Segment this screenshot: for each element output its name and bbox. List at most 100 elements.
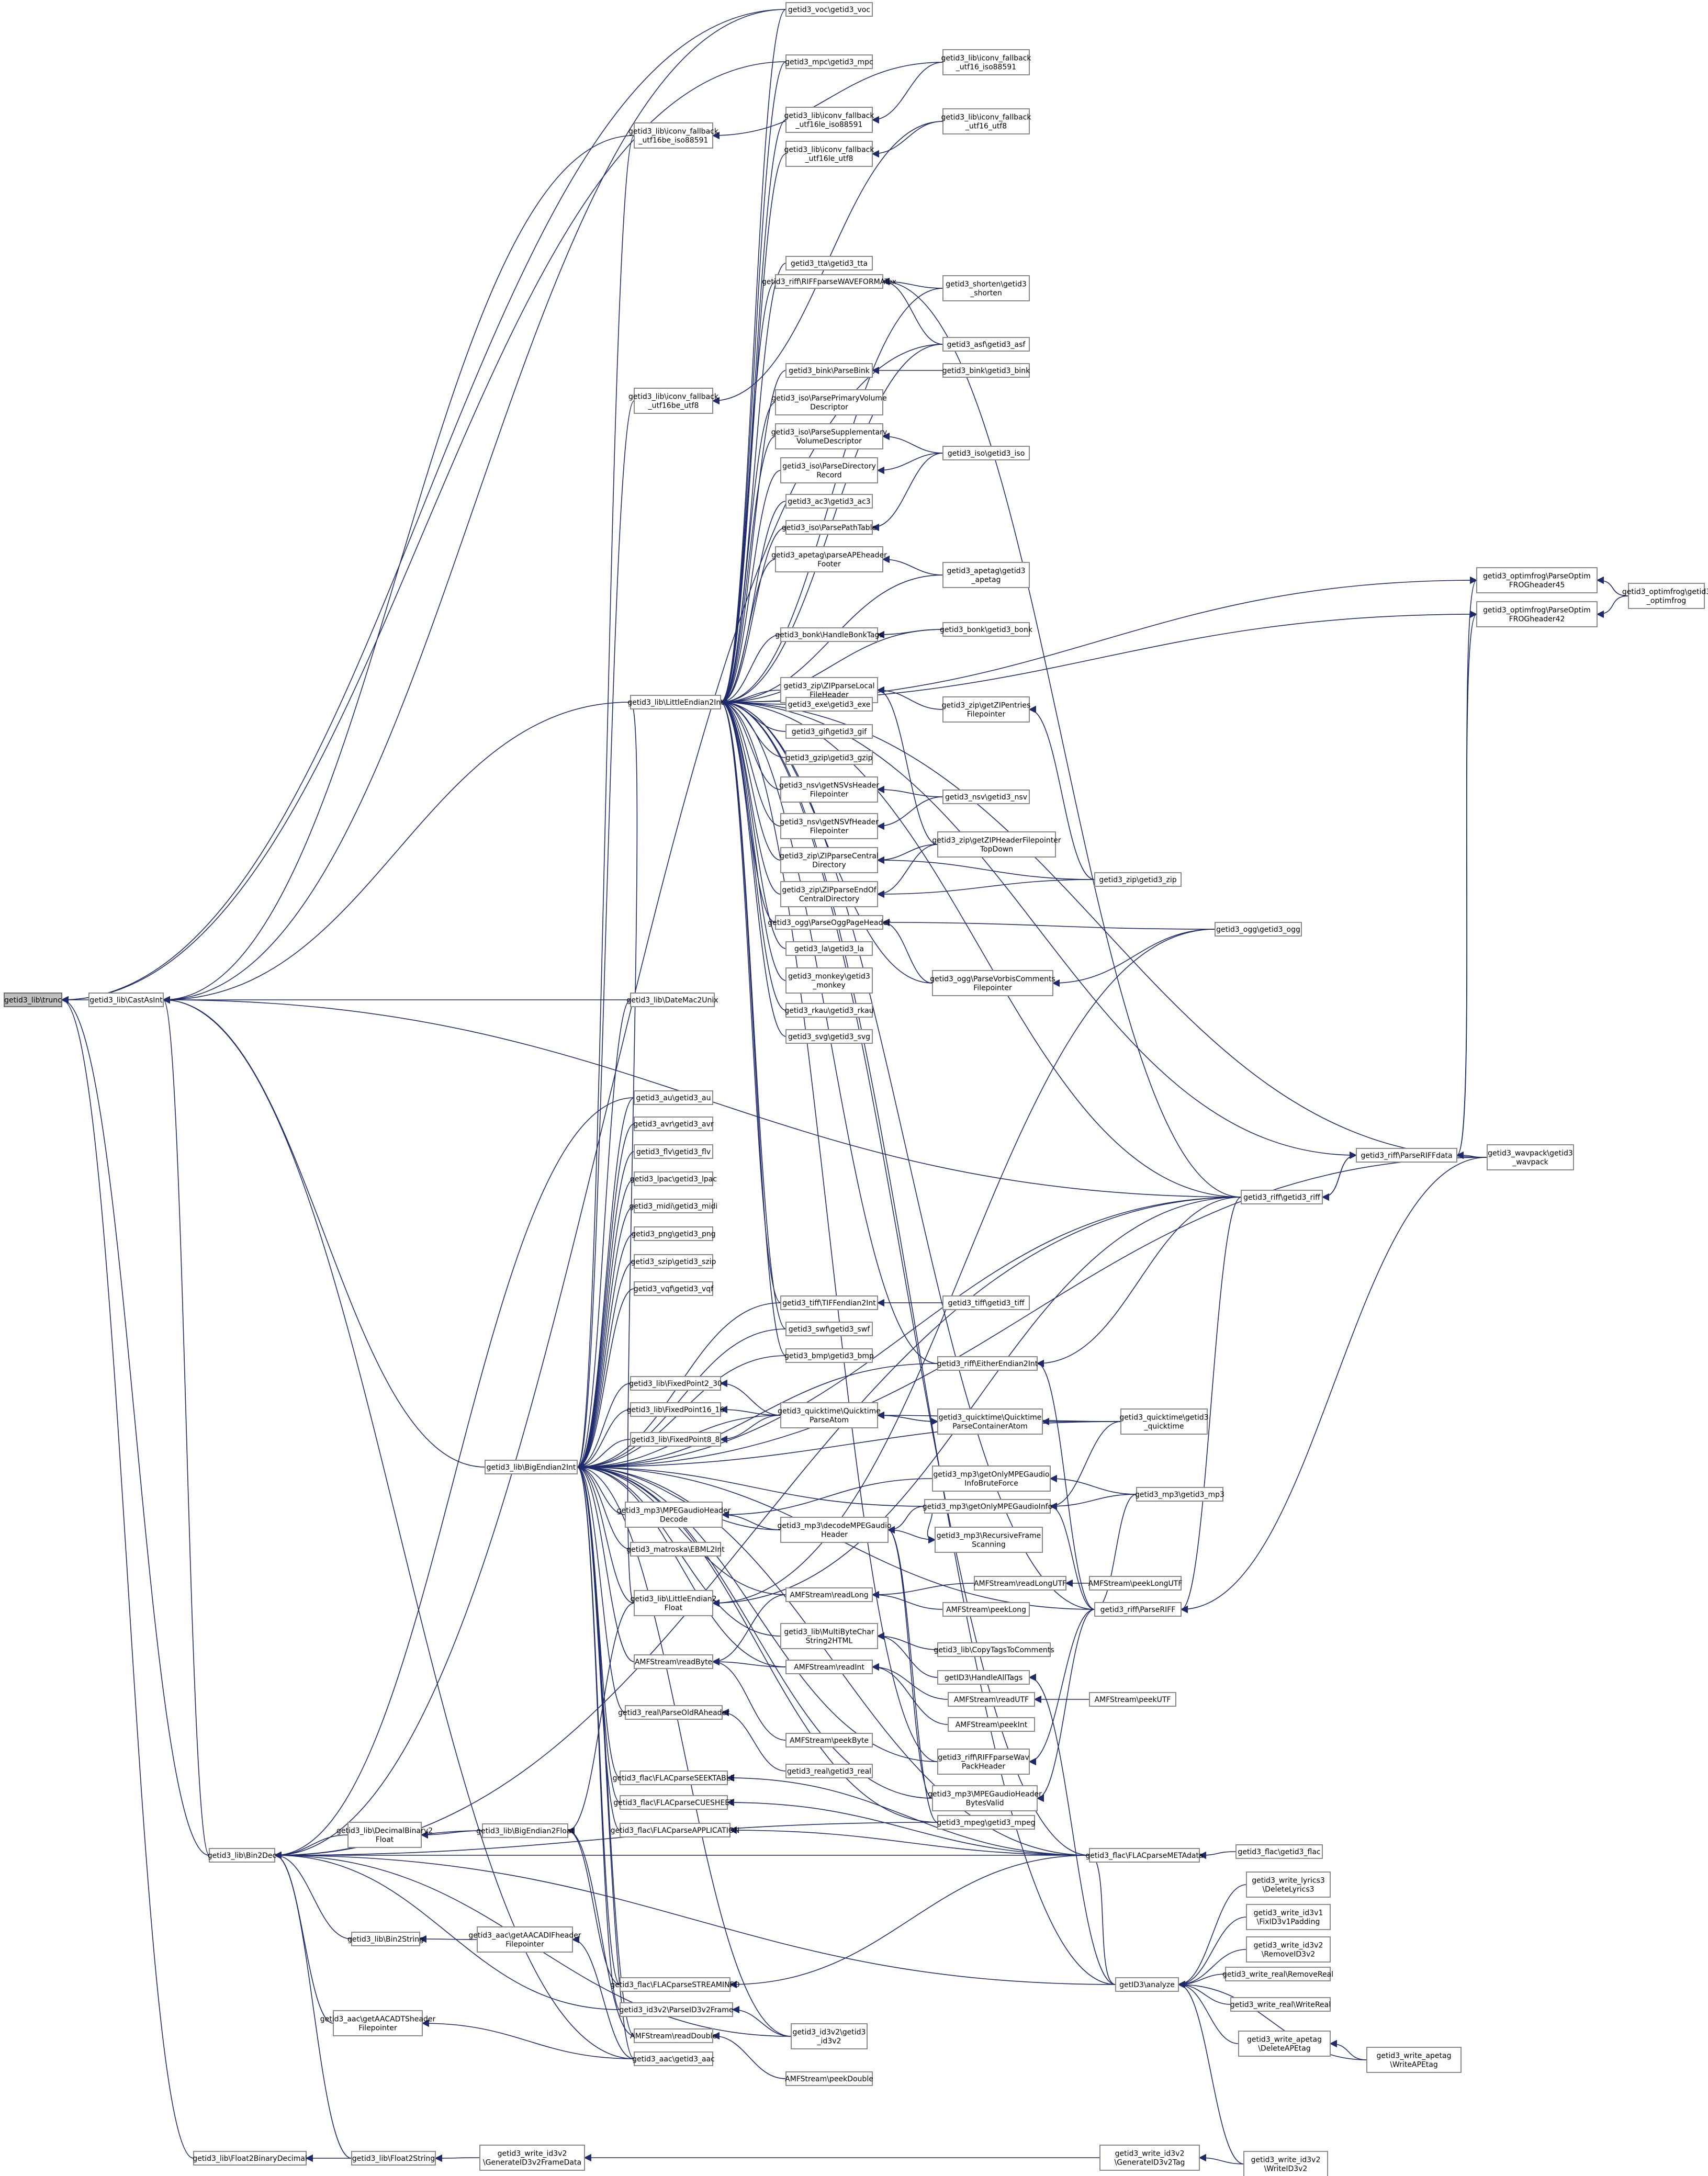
node-zip[interactable]: getid3_zip\getid3_zip xyxy=(1094,872,1182,887)
node-flv[interactable]: getid3_flv\getid3_flv xyxy=(634,1144,713,1159)
node-amf-peeklongutf[interactable]: AMFStream\peekLongUTF xyxy=(1088,1576,1183,1591)
node-gif[interactable]: getid3_gif\getid3_gif xyxy=(785,724,873,739)
node-riff[interactable]: getid3_riff\getid3_riff xyxy=(1241,1190,1323,1204)
node-shorten[interactable]: getid3_shorten\getid3_shorten xyxy=(942,275,1030,301)
node-icfb-16be-iso[interactable]: getid3_lib\iconv_fallback_utf16be_iso885… xyxy=(628,122,719,149)
node-bink[interactable]: getid3_bink\getid3_bink xyxy=(942,363,1030,378)
node-quicktime[interactable]: getid3_quicktime\getid3_quicktime xyxy=(1119,1408,1209,1435)
node-write-id3v2[interactable]: getid3_write_id3v2\WriteID3v2 xyxy=(1243,2151,1328,2176)
node-vorbis[interactable]: getid3_ogg\ParseVorbisCommentsFilepointe… xyxy=(930,970,1055,996)
node-del-lyrics3[interactable]: getid3_write_lyrics3\DeleteLyrics3 xyxy=(1246,1871,1331,1898)
node-flac-cuesheet[interactable]: getid3_flac\FLACparseCUESHEET xyxy=(613,1795,734,1810)
node-mpeg[interactable]: getid3_mpeg\getid3_mpeg xyxy=(937,1815,1036,1830)
node-bin2dec[interactable]: getid3_lib\Bin2Dec xyxy=(208,1848,276,1863)
node-wavpack[interactable]: getid3_wavpack\getid3_wavpack xyxy=(1487,1144,1574,1170)
node-riff-either[interactable]: getid3_riff\EitherEndian2Int xyxy=(937,1356,1038,1371)
node-ogg[interactable]: getid3_ogg\getid3_ogg xyxy=(1215,922,1302,937)
node-apetag[interactable]: getid3_apetag\getid3_apetag xyxy=(942,562,1030,588)
node-amf-readbyte[interactable]: AMFStream\readByte xyxy=(634,1654,713,1669)
node-removereal[interactable]: getid3_write_real\RemoveReal xyxy=(1222,1967,1333,1981)
node-icfb-16le-iso[interactable]: getid3_lib\iconv_fallback_utf16le_iso885… xyxy=(784,107,875,133)
node-vqf[interactable]: getid3_vqf\getid3_vqf xyxy=(634,1281,714,1296)
node-amf-readutf[interactable]: AMFStream\readUTF xyxy=(948,1692,1035,1707)
node-icfb-16-iso[interactable]: getid3_lib\iconv_fallback_utf16_iso88591 xyxy=(941,49,1032,75)
node-exe[interactable]: getid3_exe\getid3_exe xyxy=(785,697,873,712)
node-tiff-endian[interactable]: getid3_tiff\TIFFendian2Int xyxy=(780,1295,878,1310)
node-la[interactable]: getid3_la\getid3_la xyxy=(785,941,873,956)
node-ac3[interactable]: getid3_ac3\getid3_ac3 xyxy=(785,494,873,509)
node-gen-tag[interactable]: getid3_write_id3v2\GenerateID3v2Tag xyxy=(1099,2145,1200,2171)
node-mp3[interactable]: getid3_mp3\getid3_mp3 xyxy=(1135,1487,1224,1502)
node-icfb-16-utf8[interactable]: getid3_lib\iconv_fallback_utf16_utf8 xyxy=(941,108,1032,134)
node-trunc[interactable]: getid3_lib\trunc xyxy=(4,993,62,1007)
node-castasint[interactable]: getid3_lib\CastAsInt xyxy=(88,993,164,1007)
node-zip-hdr-topdown[interactable]: getid3_zip\getZIPHeaderFilepointerTopDow… xyxy=(932,831,1061,858)
node-voc[interactable]: getid3_voc\getid3_voc xyxy=(785,2,873,17)
node-fixed2-30[interactable]: getid3_lib\FixedPoint2_30 xyxy=(629,1376,722,1391)
node-amf-readint[interactable]: AMFStream\readInt xyxy=(785,1660,873,1674)
node-flac-streaminfo[interactable]: getid3_flac\FLACparseSTREAMINFO xyxy=(610,1977,740,1992)
node-flac-application[interactable]: getid3_flac\FLACparseAPPLICATION xyxy=(611,1823,740,1837)
node-waveformatex[interactable]: getid3_riff\RIFFparseWAVEFORMATex xyxy=(762,274,896,289)
node-qt-container[interactable]: getid3_quicktime\QuicktimeParseContainer… xyxy=(937,1408,1043,1435)
node-avr[interactable]: getid3_avr\getid3_avr xyxy=(633,1117,714,1131)
node-amf-peekbyte[interactable]: AMFStream\peekByte xyxy=(785,1733,873,1747)
node-amf-readlong[interactable]: AMFStream\readLong xyxy=(785,1587,873,1602)
node-iso-svd[interactable]: getid3_iso\ParseSupplementaryVolumeDescr… xyxy=(771,423,887,449)
node-real[interactable]: getid3_real\getid3_real xyxy=(785,1764,873,1778)
node-iso[interactable]: getid3_iso\getid3_iso xyxy=(942,446,1030,460)
node-parsebink[interactable]: getid3_bink\ParseBink xyxy=(785,363,873,378)
node-au[interactable]: getid3_au\getid3_au xyxy=(634,1090,713,1105)
node-datemac2unix[interactable]: getid3_lib\DateMac2Unix xyxy=(626,993,718,1007)
node-optimfrog[interactable]: getid3_optimfrog\getid3_optimfrog xyxy=(1622,583,1708,609)
node-amf-peeklong[interactable]: AMFStream\peekLong xyxy=(942,1602,1030,1617)
node-writereal[interactable]: getid3_write_real\WriteReal xyxy=(1230,1997,1331,2012)
node-szip[interactable]: getid3_szip\getid3_szip xyxy=(631,1254,716,1269)
node-be2float[interactable]: getid3_lib\BigEndian2Float xyxy=(476,1823,574,1838)
node-fixid3v1[interactable]: getid3_write_id3v1\FixID3v1Padding xyxy=(1246,1904,1331,1930)
node-riff-parseriff[interactable]: getid3_riff\ParseRIFF xyxy=(1094,1602,1182,1617)
node-bmp[interactable]: getid3_bmp\getid3_bmp xyxy=(784,1348,874,1363)
node-id3v2-frame[interactable]: getid3_id3v2\ParseID3v2Frame xyxy=(620,2002,734,2017)
node-float2bindec[interactable]: getid3_lib\Float2BinaryDecimal xyxy=(193,2151,307,2166)
node-id3v2[interactable]: getid3_id3v2\getid3_id3v2 xyxy=(791,2023,868,2049)
node-littleendian2int[interactable]: getid3_lib\LittleEndian2Int xyxy=(627,695,724,709)
node-copytags[interactable]: getid3_lib\CopyTagsToComments xyxy=(934,1642,1054,1657)
node-flac-metadata[interactable]: getid3_flac\FLACparseMETAdata xyxy=(1085,1848,1204,1863)
node-bin2string[interactable]: getid3_lib\Bin2String xyxy=(347,1932,424,1946)
node-svg[interactable]: getid3_svg\getid3_svg xyxy=(785,1029,873,1044)
node-asf[interactable]: getid3_asf\getid3_asf xyxy=(942,337,1030,352)
node-midi[interactable]: getid3_midi\getid3_midi xyxy=(630,1199,718,1213)
node-gen-frame[interactable]: getid3_write_id3v2\GenerateID3v2FrameDat… xyxy=(479,2145,585,2171)
node-handlealltags[interactable]: getID3\HandleAllTags xyxy=(937,1670,1030,1685)
node-rkau[interactable]: getid3_rkau\getid3_rkau xyxy=(784,1003,874,1018)
node-float2string[interactable]: getid3_lib\Float2String xyxy=(351,2151,436,2166)
node-aac[interactable]: getid3_aac\getid3_aac xyxy=(632,2051,715,2066)
node-lpac[interactable]: getid3_lpac\getid3_lpac xyxy=(630,1171,717,1186)
node-bonk[interactable]: getid3_bonk\getid3_bonk xyxy=(940,622,1033,637)
node-write-apetag[interactable]: getid3_write_apetag\WriteAPEtag xyxy=(1366,2047,1462,2073)
node-swf[interactable]: getid3_swf\getid3_swf xyxy=(785,1322,873,1336)
node-nsv[interactable]: getid3_nsv\getid3_nsv xyxy=(942,790,1030,804)
node-tiff[interactable]: getid3_tiff\getid3_tiff xyxy=(942,1295,1030,1310)
node-ogg-page[interactable]: getid3_ogg\ParseOggPageHeader xyxy=(768,915,891,930)
node-analyze[interactable]: getID3\analyze xyxy=(1115,1977,1179,1992)
